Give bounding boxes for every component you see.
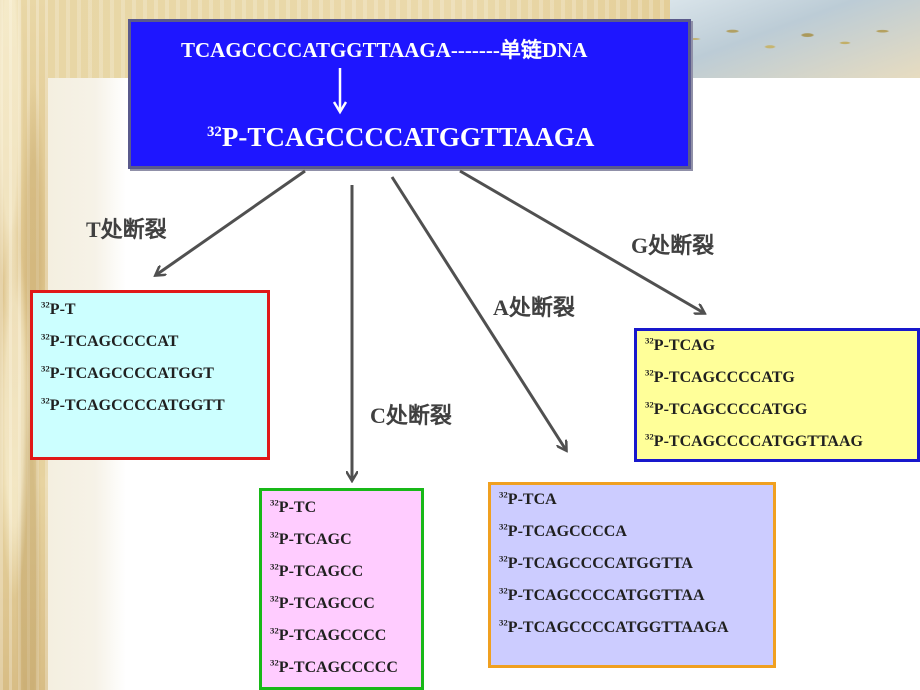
- down-arrow-icon: [332, 68, 348, 115]
- source-dashes: -------: [450, 38, 500, 62]
- isotope-superscript: 32: [499, 585, 508, 596]
- fragment-text: P-TCAGCC: [278, 563, 364, 580]
- labeled-sequence-text: TCAGCCCCATGGTTAAGA: [247, 122, 595, 152]
- fragment-line: 32P-TCAGCCCCATG: [645, 367, 795, 387]
- fragment-text: P-TCAGC: [278, 531, 352, 548]
- fragment-line: 32P-TC: [270, 497, 317, 517]
- isotope-superscript: 32: [645, 335, 654, 346]
- fragment-text: P-TCAGCCCCATGGTTAAG: [653, 433, 863, 450]
- isotope-superscript: 32: [270, 625, 279, 636]
- isotope-superscript: 32: [499, 489, 508, 500]
- fragment-line: 32P-TCAGCCCCC: [270, 657, 398, 677]
- fragment-text: P-TCAGCCCCATG: [653, 369, 795, 386]
- fragment-line: 32P-TCAGCCCCATGGTTAAG: [645, 431, 863, 451]
- fragment-text: P-TCAGCCCCATGGTT: [49, 397, 225, 414]
- g-cleavage-label: G处断裂: [631, 233, 715, 258]
- fragment-line: 32P-TCAGCCCCATGGTTAAGA: [499, 617, 729, 637]
- isotope-superscript: 32: [645, 367, 654, 378]
- arrow-a: [390, 176, 566, 450]
- fragment-line: 32P-TCAGCC: [270, 561, 364, 581]
- labeled-prefix: P-: [221, 122, 248, 152]
- fragment-line: 32P-TCAGCCCCATGGT: [41, 363, 214, 383]
- a-fragments-box: 32P-TCA 32P-TCAGCCCCA 32P-TCAGCCCCATGGTT…: [488, 482, 776, 668]
- c-fragments-box: 32P-TC 32P-TCAGC 32P-TCAGCC 32P-TCAGCCC …: [259, 488, 424, 690]
- fragment-text: P-TCAGCCCCAT: [49, 333, 179, 350]
- labeled-sequence: 32P-TCAGCCCCATGGTTAAGA: [207, 122, 594, 153]
- isotope-superscript: 32: [270, 529, 279, 540]
- fragment-line: 32P-TCAGCCCCATGGTT: [41, 395, 225, 415]
- source-dna-box: TCAGCCCCATGGTTAAGA-------单链DNA 32P-TCAGC…: [128, 19, 691, 169]
- fragment-line: 32P-TCAGCCCCATGG: [645, 399, 808, 419]
- g-fragments-box: 32P-TCAG 32P-TCAGCCCCATG 32P-TCAGCCCCATG…: [634, 328, 920, 462]
- isotope-superscript: 32: [270, 561, 279, 572]
- fragment-line: 32P-TCAGCCCCA: [499, 521, 627, 541]
- fragment-line: 32P-T: [41, 299, 76, 319]
- source-label: 单链DNA: [499, 38, 588, 62]
- fragment-text: P-TCAG: [653, 337, 716, 354]
- fragment-line: 32P-TCAG: [645, 335, 716, 355]
- fragment-text: P-TCAGCCCCATGGTTAA: [507, 587, 705, 604]
- fragment-text: P-TCAGCCCCATGGTTAAGA: [507, 619, 729, 636]
- grain-decoration: [670, 0, 920, 78]
- isotope-superscript: 32: [270, 593, 279, 604]
- isotope-superscript: 32: [645, 431, 654, 442]
- t-cleavage-label: T处断裂: [86, 217, 167, 242]
- fragment-line: 32P-TCAGCCCC: [270, 625, 387, 645]
- fragment-line: 32P-TCAGCCCCATGGTTA: [499, 553, 693, 573]
- fragment-line: 32P-TCAGCCC: [270, 593, 375, 613]
- t-fragments-box: 32P-T 32P-TCAGCCCCAT 32P-TCAGCCCCATGGT 3…: [30, 290, 270, 460]
- source-sequence: TCAGCCCCATGGTTAAGA: [181, 38, 451, 62]
- isotope-superscript: 32: [41, 363, 50, 374]
- fragment-line: 32P-TCAGC: [270, 529, 352, 549]
- isotope-superscript: 32: [41, 395, 50, 406]
- c-cleavage-label: C处断裂: [370, 403, 452, 428]
- isotope-superscript: 32: [499, 553, 508, 564]
- fragment-text: P-TCA: [507, 491, 557, 508]
- fragment-text: P-TCAGCCCCC: [278, 659, 398, 676]
- a-cleavage-label: A处断裂: [493, 295, 575, 320]
- fragment-text: P-TCAGCCCCA: [507, 523, 627, 540]
- isotope-superscript: 32: [41, 331, 50, 342]
- fragment-text: P-TCAGCCCC: [278, 627, 387, 644]
- fragment-line: 32P-TCAGCCCCAT: [41, 331, 179, 351]
- isotope-superscript: 32: [270, 657, 279, 668]
- isotope-superscript: 32: [270, 497, 279, 508]
- fragment-text: P-TCAGCCCCATGGT: [49, 365, 214, 382]
- fragment-text: P-T: [49, 301, 76, 318]
- fragment-line: 32P-TCAGCCCCATGGTTAA: [499, 585, 705, 605]
- arrow-t: [156, 169, 306, 275]
- isotope-superscript: 32: [207, 124, 222, 140]
- fragment-text: P-TC: [278, 499, 317, 516]
- fragment-text: P-TCAGCCCCATGG: [653, 401, 808, 418]
- isotope-superscript: 32: [499, 521, 508, 532]
- fragment-text: P-TCAGCCCCATGGTTA: [507, 555, 693, 572]
- isotope-superscript: 32: [499, 617, 508, 628]
- isotope-superscript: 32: [645, 399, 654, 410]
- arrow-g: [459, 169, 704, 313]
- single-strand-dna-label: TCAGCCCCATGGTTAAGA-------单链DNA: [181, 34, 587, 64]
- fragment-text: P-TCAGCCC: [278, 595, 375, 612]
- fragment-line: 32P-TCA: [499, 489, 557, 509]
- isotope-superscript: 32: [41, 299, 50, 310]
